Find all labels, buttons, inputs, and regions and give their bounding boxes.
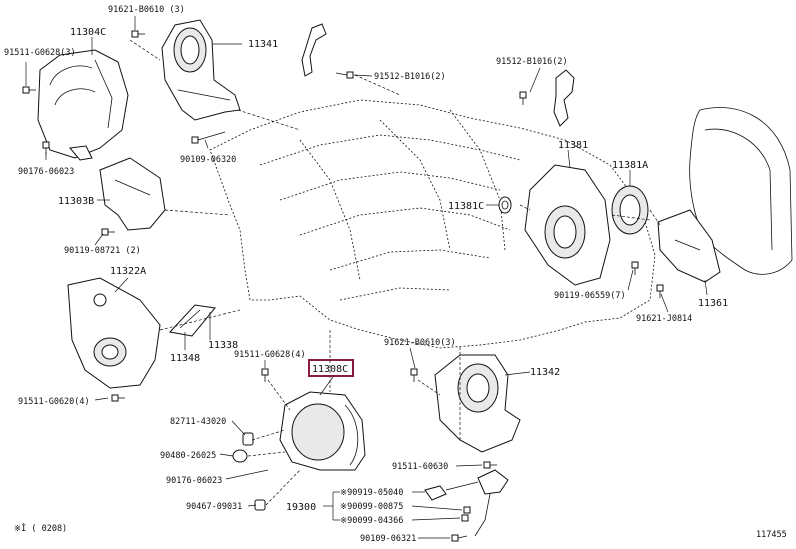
- label-11338[interactable]: 11338: [208, 340, 238, 351]
- plug-82711-43020: [242, 432, 254, 446]
- label-91621-J0814[interactable]: 91621-J0814: [636, 314, 692, 324]
- part-11342-bracket: [434, 354, 521, 453]
- label-90176-06023-bot[interactable]: 90176-06023: [166, 476, 222, 486]
- label-11381[interactable]: 11381: [558, 140, 588, 151]
- label-19300[interactable]: 19300: [286, 502, 316, 513]
- label-91621-B0610-top[interactable]: 91621-B0610 (3): [108, 5, 185, 15]
- part-labels: 91621-B0610 (3) 11304C 91511-G0628(3) 11…: [4, 5, 728, 544]
- label-90467-09031[interactable]: 90467-09031: [186, 502, 242, 512]
- washer-90480-26025: [232, 449, 248, 463]
- label-11304C[interactable]: 11304C: [70, 27, 106, 38]
- label-11303B[interactable]: 11303B: [58, 196, 94, 207]
- footer-code: ※İ ( 0208): [14, 523, 67, 534]
- part-11322A-cover: [67, 277, 161, 389]
- label-91511-G0620[interactable]: 91511-G0620(4): [18, 397, 90, 407]
- label-91512-B1016-left[interactable]: 91512-B1016(2): [374, 72, 446, 82]
- label-11361[interactable]: 11361: [698, 298, 728, 309]
- assembly-dash-lines: [129, 39, 661, 506]
- part-11381-plate: [524, 164, 611, 286]
- part-11348-plate: [169, 304, 216, 337]
- label-90119-08721[interactable]: 90119-08721 (2): [64, 246, 141, 256]
- part-11303B-cover: [99, 157, 166, 231]
- label-90119-06559[interactable]: 90119-06559(7): [554, 291, 626, 301]
- label-91511-G0628-mid[interactable]: 91511-G0628(4): [234, 350, 306, 360]
- transmission-housing: [689, 107, 793, 275]
- engine-block-outline: [209, 99, 656, 349]
- label-82711-43020[interactable]: 82711-43020: [170, 417, 226, 427]
- label-11381C[interactable]: 11381C: [448, 201, 484, 212]
- part-11304C-cover: [37, 49, 129, 161]
- label-11322A[interactable]: 11322A: [110, 266, 146, 277]
- hook-bracket-left: [301, 23, 327, 77]
- label-90480-26025[interactable]: 90480-26025: [160, 451, 216, 461]
- part-11308C-cover: [279, 391, 366, 471]
- label-11348[interactable]: 11348: [170, 353, 200, 364]
- label-90109-06320[interactable]: 90109-06320: [180, 155, 236, 165]
- label-91511-60630[interactable]: 91511-60630: [392, 462, 448, 472]
- bolt-icon: [22, 30, 664, 542]
- label-11342[interactable]: 11342: [530, 367, 560, 378]
- leader-lines: [25, 16, 708, 539]
- part-11381C-ring: [498, 196, 512, 214]
- label-11341[interactable]: 11341: [248, 39, 278, 50]
- highlight-box-11308C: [308, 359, 354, 377]
- label-91621-B0610-mid[interactable]: 91621-B0610(3): [384, 338, 456, 348]
- part-11381A-seal: [611, 185, 649, 235]
- label-90099-04366[interactable]: ※90099-04366: [340, 516, 403, 526]
- label-90176-06023-top[interactable]: 90176-06023: [18, 167, 74, 177]
- label-11308C[interactable]: 11308C: [312, 364, 348, 375]
- label-91511-G0628-top[interactable]: 91511-G0628(3): [4, 48, 76, 58]
- part-11361-plate: [657, 209, 721, 283]
- label-90919-05040[interactable]: ※90919-05040: [340, 488, 403, 498]
- label-11381A[interactable]: 11381A: [612, 160, 648, 171]
- figure-number: 117455: [756, 530, 787, 540]
- label-91512-B1016-right[interactable]: 91512-B1016(2): [496, 57, 568, 67]
- bolt-90467-09031: [254, 499, 266, 511]
- part-19300-sensor: [424, 469, 509, 537]
- hook-bracket-right: [553, 69, 575, 127]
- label-90099-00875[interactable]: ※90099-00875: [340, 502, 403, 512]
- part-11341-bracket: [161, 19, 241, 121]
- label-90109-06321[interactable]: 90109-06321: [360, 534, 416, 544]
